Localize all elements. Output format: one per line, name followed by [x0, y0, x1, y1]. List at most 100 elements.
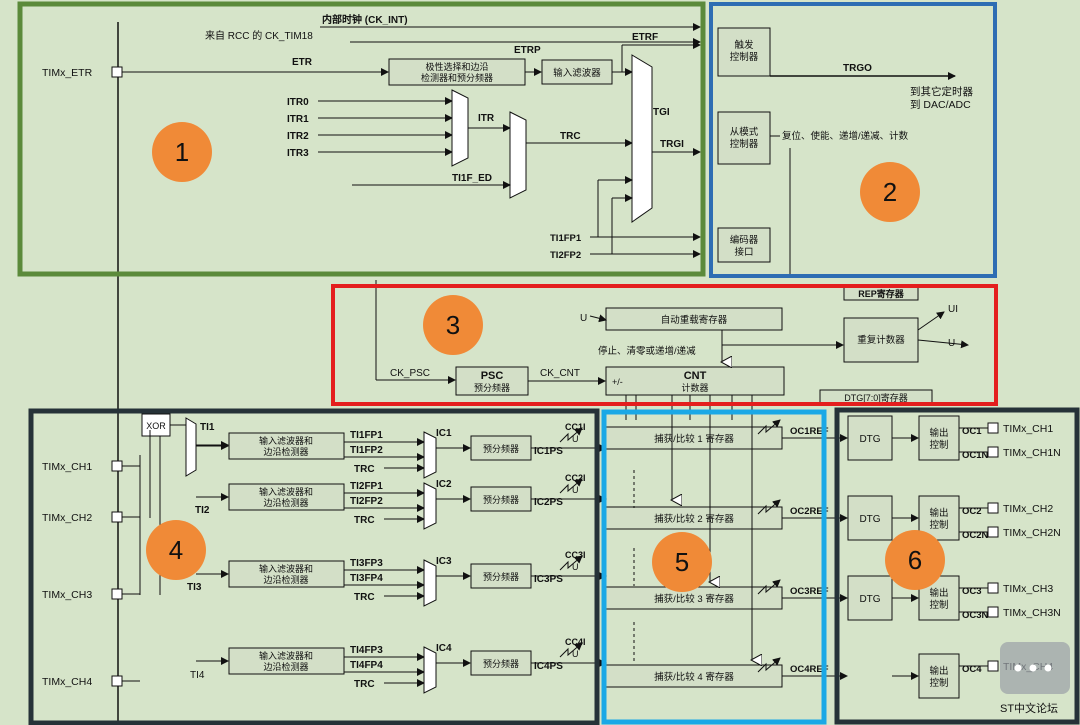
ch1-pin-square — [111, 460, 123, 472]
cci4-u-label: U — [572, 649, 579, 659]
trgo-dest-1: 到其它定时器 — [910, 85, 973, 98]
input-filter-edge-l1-3: 输入滤波器和 — [259, 563, 313, 574]
cci3-arrow — [559, 555, 583, 571]
pin-ch2n-label: TIMx_CH2N — [1003, 527, 1061, 539]
ocref4-label: OC4REF — [790, 664, 829, 675]
badge-label-5: 5 — [675, 547, 689, 577]
ocref2-label: OC2REF — [790, 506, 829, 517]
ch3-pin-square — [111, 588, 123, 600]
pin-out-ch1-label: TIMx_CH1 — [1003, 423, 1053, 435]
ch2-pin-square — [111, 511, 123, 523]
trigger-controller-l2: 控制器 — [730, 51, 759, 63]
input-filter-edge-block-2 — [228, 483, 345, 511]
trigger-mux — [631, 54, 653, 223]
pin-ch3n-label: TIMx_CH3N — [1003, 607, 1061, 619]
region-2-box — [709, 2, 997, 278]
trigger-controller-l1: 触发 — [734, 39, 754, 51]
ch1-fp-a-label: TI1FP1 — [350, 430, 383, 441]
ocref3-label: OC3REF — [790, 586, 829, 597]
output-control-block-1 — [918, 415, 960, 461]
output-control-l2-2: 控制 — [929, 519, 948, 531]
cnt-sub: 计数器 — [681, 382, 708, 393]
oc2n-pin-square — [987, 526, 999, 538]
ti3-label: TI3 — [187, 582, 202, 593]
ui-arrow — [917, 311, 945, 331]
badge-label-4: 4 — [169, 535, 183, 565]
ch3-trc-label: TRC — [354, 592, 375, 603]
badge-label-1: 1 — [175, 137, 189, 167]
rep-u-arrow — [917, 339, 969, 349]
ui-label: UI — [948, 304, 958, 315]
output-control-l1-3: 输出 — [929, 587, 948, 599]
oc1-label: OC1 — [962, 426, 982, 437]
badge-circle-4 — [146, 520, 206, 580]
badge-label-2: 2 — [883, 177, 897, 207]
encoder-block — [717, 227, 771, 263]
itr-mux — [451, 89, 469, 167]
psc-block — [455, 366, 529, 396]
dtg-label-1: DTG — [859, 434, 880, 445]
itr0-label: ITR0 — [287, 97, 309, 108]
ti1-label: TI1 — [200, 422, 215, 433]
badge-label-3: 3 — [446, 310, 460, 340]
channel-rows: TIMx_CH1输入滤波器和边沿检测器TI1FP1TI1FP2TRCIC1预分频… — [42, 422, 607, 694]
oc2n-label: OC2N — [962, 530, 989, 541]
oc4-label: OC4 — [962, 664, 982, 675]
ti2fp2-label: TI2FP2 — [550, 250, 581, 261]
prescaler-label-4: 预分频器 — [483, 658, 519, 669]
cc2-irq-arrow — [757, 499, 781, 515]
psc-title: PSC — [481, 370, 504, 382]
cci1-label: CC1I — [565, 422, 586, 432]
pin-ch4-label: TIMx_CH4 — [42, 676, 92, 688]
icps1-label: IC1PS — [534, 446, 563, 457]
region-3-box — [331, 284, 998, 406]
dtg-block-2 — [847, 495, 893, 541]
badge-circle-6 — [885, 530, 945, 590]
region-1-box — [17, 1, 706, 277]
pin-ch1n-label: TIMx_CH1N — [1003, 447, 1061, 459]
pin-ch1-label: TIMx_CH1 — [42, 461, 92, 473]
ti1fp1-label: TI1FP1 — [550, 233, 582, 244]
cnt-title: CNT — [684, 370, 707, 382]
input-filter-edge-block-4 — [228, 647, 345, 675]
region-2-controllers: 触发 控制器 从模式 控制器 编码器 接口 TRGO 到其它定时器 到 DAC/… — [717, 27, 973, 275]
cci1-u-label: U — [572, 434, 579, 444]
trgi-label: TRGI — [660, 139, 684, 150]
rep-counter-label: 重复计数器 — [857, 334, 905, 346]
pin-out-ch2-label: TIMx_CH2 — [1003, 503, 1053, 515]
ic4-label: IC4 — [436, 643, 452, 654]
cc1-irq-arrow — [757, 419, 781, 435]
ic1-mux — [423, 431, 437, 479]
ch4-pin-square — [111, 675, 123, 687]
encoder-l1: 编码器 — [730, 234, 759, 246]
prescaler-block-4 — [470, 650, 532, 676]
pin-out-ch3-label: TIMx_CH3 — [1003, 583, 1053, 595]
badge-circle-3 — [423, 295, 483, 355]
badge-label-6: 6 — [908, 545, 922, 575]
output-control-l1-1: 输出 — [929, 427, 948, 439]
ck-tim18-label: 来自 RCC 的 CK_TIM18 — [205, 29, 313, 42]
ch4-trc-label: TRC — [354, 679, 375, 690]
region-1-clock-trigger: 内部时钟 (CK_INT) 来自 RCC 的 CK_TIM18 TIMx_ETR… — [42, 13, 701, 261]
rep-register-label: REP寄存器 — [858, 288, 905, 299]
output-control-l1-2: 输出 — [929, 507, 948, 519]
trc-label: TRC — [560, 131, 581, 142]
capture-compare-label-2: 捕获/比较 2 寄存器 — [654, 513, 734, 525]
ck-int-label: 内部时钟 (CK_INT) — [322, 13, 408, 26]
pin-etr-label: TIMx_ETR — [42, 67, 93, 79]
icps4-label: IC4PS — [534, 661, 563, 672]
watermark-text: ST中文论坛 — [1000, 701, 1058, 715]
itr-label: ITR — [478, 113, 495, 124]
cci2-label: CC2I — [565, 473, 586, 483]
ti1-mux — [185, 417, 197, 477]
trc-mux — [509, 111, 527, 199]
oc2-label: OC2 — [962, 506, 982, 517]
region-4-input-channels: XOR TI1 TI2 TI3 TI4 — [139, 413, 229, 681]
arr-u-label: U — [580, 313, 587, 324]
polarity-line2: 检测器和预分频器 — [421, 72, 493, 83]
input-filter-edge-block-1 — [228, 432, 345, 460]
ch1-trc-label: TRC — [354, 464, 375, 475]
icps3-label: IC3PS — [534, 574, 563, 585]
